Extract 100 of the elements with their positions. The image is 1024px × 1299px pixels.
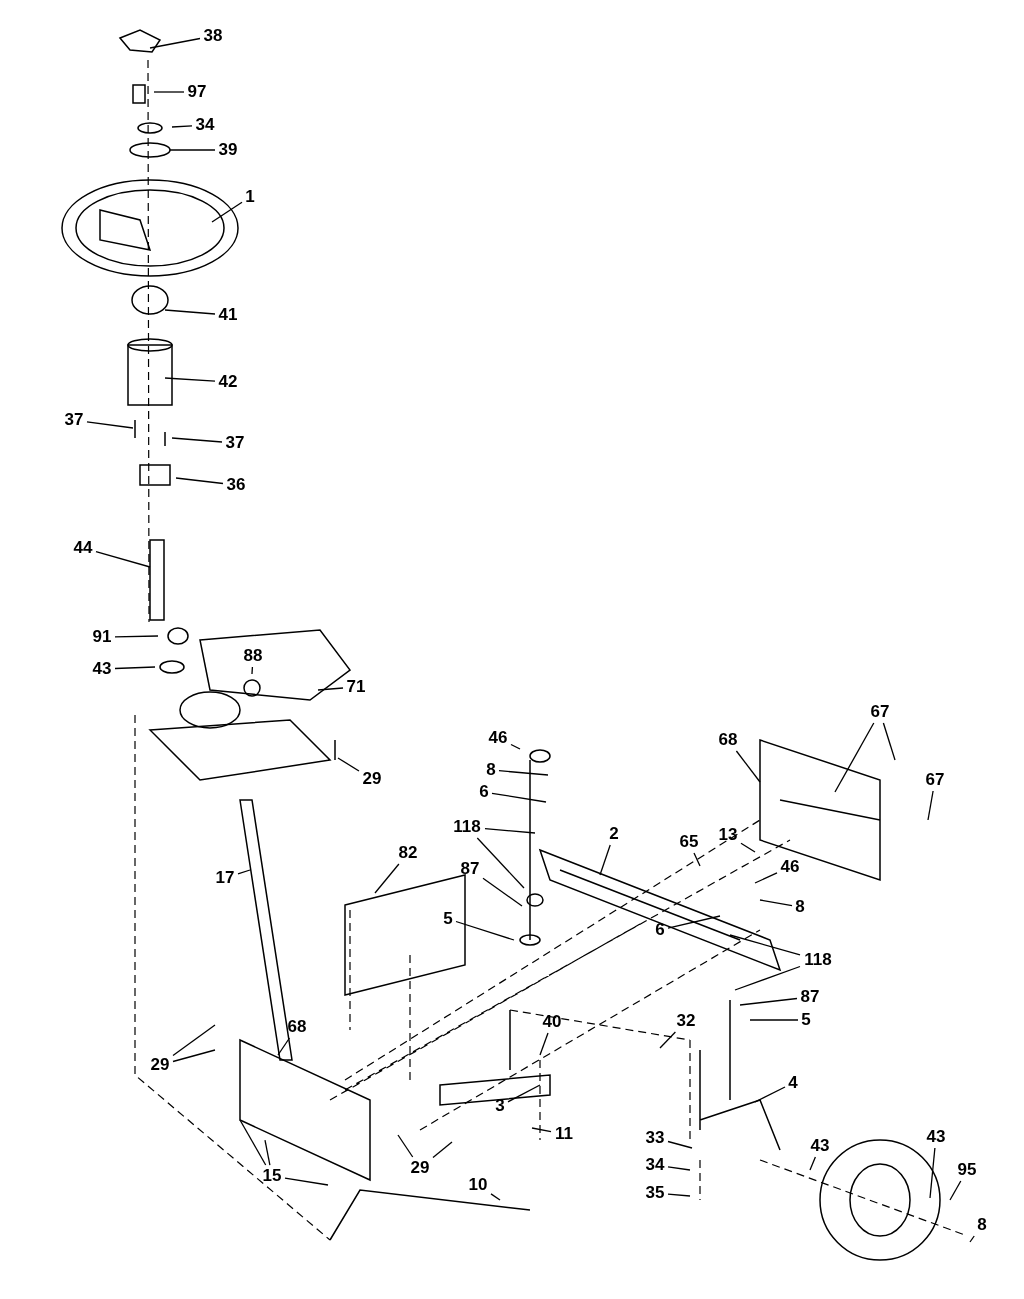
- leader-line: [834, 722, 875, 793]
- callout-number: 71: [346, 678, 366, 696]
- callout-number: 88: [243, 647, 263, 665]
- callout-number: 118: [453, 818, 481, 836]
- callout-number: 6: [479, 783, 489, 801]
- leader-line: [114, 635, 159, 638]
- callout-number: 37: [225, 434, 245, 452]
- callout-number: 33: [645, 1129, 665, 1147]
- callout-number: 37: [64, 411, 84, 429]
- leader-line: [164, 309, 216, 315]
- leader-line: [172, 1024, 216, 1057]
- callout-number: 34: [195, 116, 215, 134]
- leader-line: [337, 757, 360, 772]
- leader-line: [490, 1193, 501, 1201]
- callout-number: 15: [262, 1167, 282, 1185]
- leader-line: [927, 790, 934, 821]
- leader-line: [95, 551, 151, 568]
- callout-number: 43: [810, 1137, 830, 1155]
- leader-line: [740, 842, 756, 853]
- leader-line: [507, 1084, 541, 1103]
- callout-number: 13: [718, 826, 738, 844]
- callout-number: 36: [226, 476, 246, 494]
- callout-number: 43: [926, 1128, 946, 1146]
- callout-number: 65: [679, 833, 699, 851]
- callout-number: 6: [655, 921, 665, 939]
- leader-line: [484, 827, 536, 834]
- leader-line: [754, 1086, 786, 1103]
- leader-line: [264, 1139, 271, 1166]
- leader-line: [482, 877, 523, 907]
- callout-number: 46: [488, 729, 508, 747]
- callout-number: 29: [410, 1159, 430, 1177]
- callout-number: 38: [203, 27, 223, 45]
- leader-line: [149, 37, 201, 49]
- callout-number: 11: [555, 1125, 573, 1143]
- leader-line: [749, 1019, 799, 1021]
- leader-line: [539, 1032, 549, 1056]
- leader-line: [754, 872, 778, 884]
- callout-number: 97: [187, 83, 207, 101]
- leader-line: [284, 1177, 329, 1186]
- callout-number: 8: [977, 1216, 987, 1234]
- leader-line: [172, 1049, 216, 1063]
- leader-line: [251, 666, 254, 675]
- leader-line: [739, 997, 798, 1006]
- callout-number: 67: [925, 771, 945, 789]
- callout-number: 44: [73, 539, 93, 557]
- leader-line: [667, 1140, 693, 1149]
- callout-number: 5: [801, 1011, 811, 1029]
- callout-number: 34: [645, 1156, 665, 1174]
- leader-line: [175, 477, 224, 485]
- callout-number: 8: [486, 761, 496, 779]
- leader-line: [667, 1193, 691, 1197]
- callout-number: 41: [218, 306, 238, 324]
- callout-number: 118: [804, 951, 832, 969]
- leader-line: [455, 920, 515, 941]
- callout-number: 29: [150, 1056, 170, 1074]
- callout-number: 68: [287, 1018, 307, 1036]
- leader-line: [882, 722, 896, 761]
- leader-line: [969, 1235, 975, 1243]
- callout-number: 95: [957, 1161, 977, 1179]
- leader-line: [237, 869, 251, 875]
- leader-line: [317, 687, 344, 691]
- callout-number: 42: [218, 373, 238, 391]
- leader-line: [498, 770, 549, 776]
- callout-number: 10: [468, 1176, 488, 1194]
- callout-number: 35: [645, 1184, 665, 1202]
- leader-line: [476, 837, 525, 889]
- callout-number: 5: [443, 910, 453, 928]
- leader-line: [86, 421, 134, 429]
- callout-number: 46: [780, 858, 800, 876]
- leader-line: [531, 1127, 552, 1133]
- callout-number: 87: [460, 860, 480, 878]
- callout-number: 32: [676, 1012, 696, 1030]
- callout-number: 17: [215, 869, 235, 887]
- callout-number: 43: [92, 660, 112, 678]
- leader-line: [432, 1141, 453, 1159]
- leader-line: [693, 852, 701, 867]
- callout-number: 82: [398, 844, 418, 862]
- leader-line: [114, 666, 156, 670]
- callout-number: 67: [870, 703, 890, 721]
- leader-line: [171, 125, 193, 128]
- callout-number: 29: [362, 770, 382, 788]
- leader-line: [599, 844, 611, 876]
- leader-line: [397, 1134, 414, 1158]
- callout-number: 40: [542, 1013, 562, 1031]
- leader-line: [729, 934, 801, 956]
- leader-line: [735, 750, 761, 783]
- callout-number: 39: [218, 141, 238, 159]
- leader-line: [759, 899, 793, 907]
- callout-number: 8: [795, 898, 805, 916]
- leader-line: [667, 915, 721, 929]
- callout-number: 68: [718, 731, 738, 749]
- leader-line: [949, 1180, 962, 1201]
- leader-line: [239, 1119, 267, 1166]
- callout-number: 1: [245, 188, 255, 206]
- leader-line: [374, 863, 400, 894]
- callout-number: 2: [609, 825, 619, 843]
- leader-line: [667, 1166, 691, 1171]
- leader-line: [659, 1031, 677, 1049]
- leader-line: [734, 965, 801, 991]
- leader-line: [510, 743, 521, 750]
